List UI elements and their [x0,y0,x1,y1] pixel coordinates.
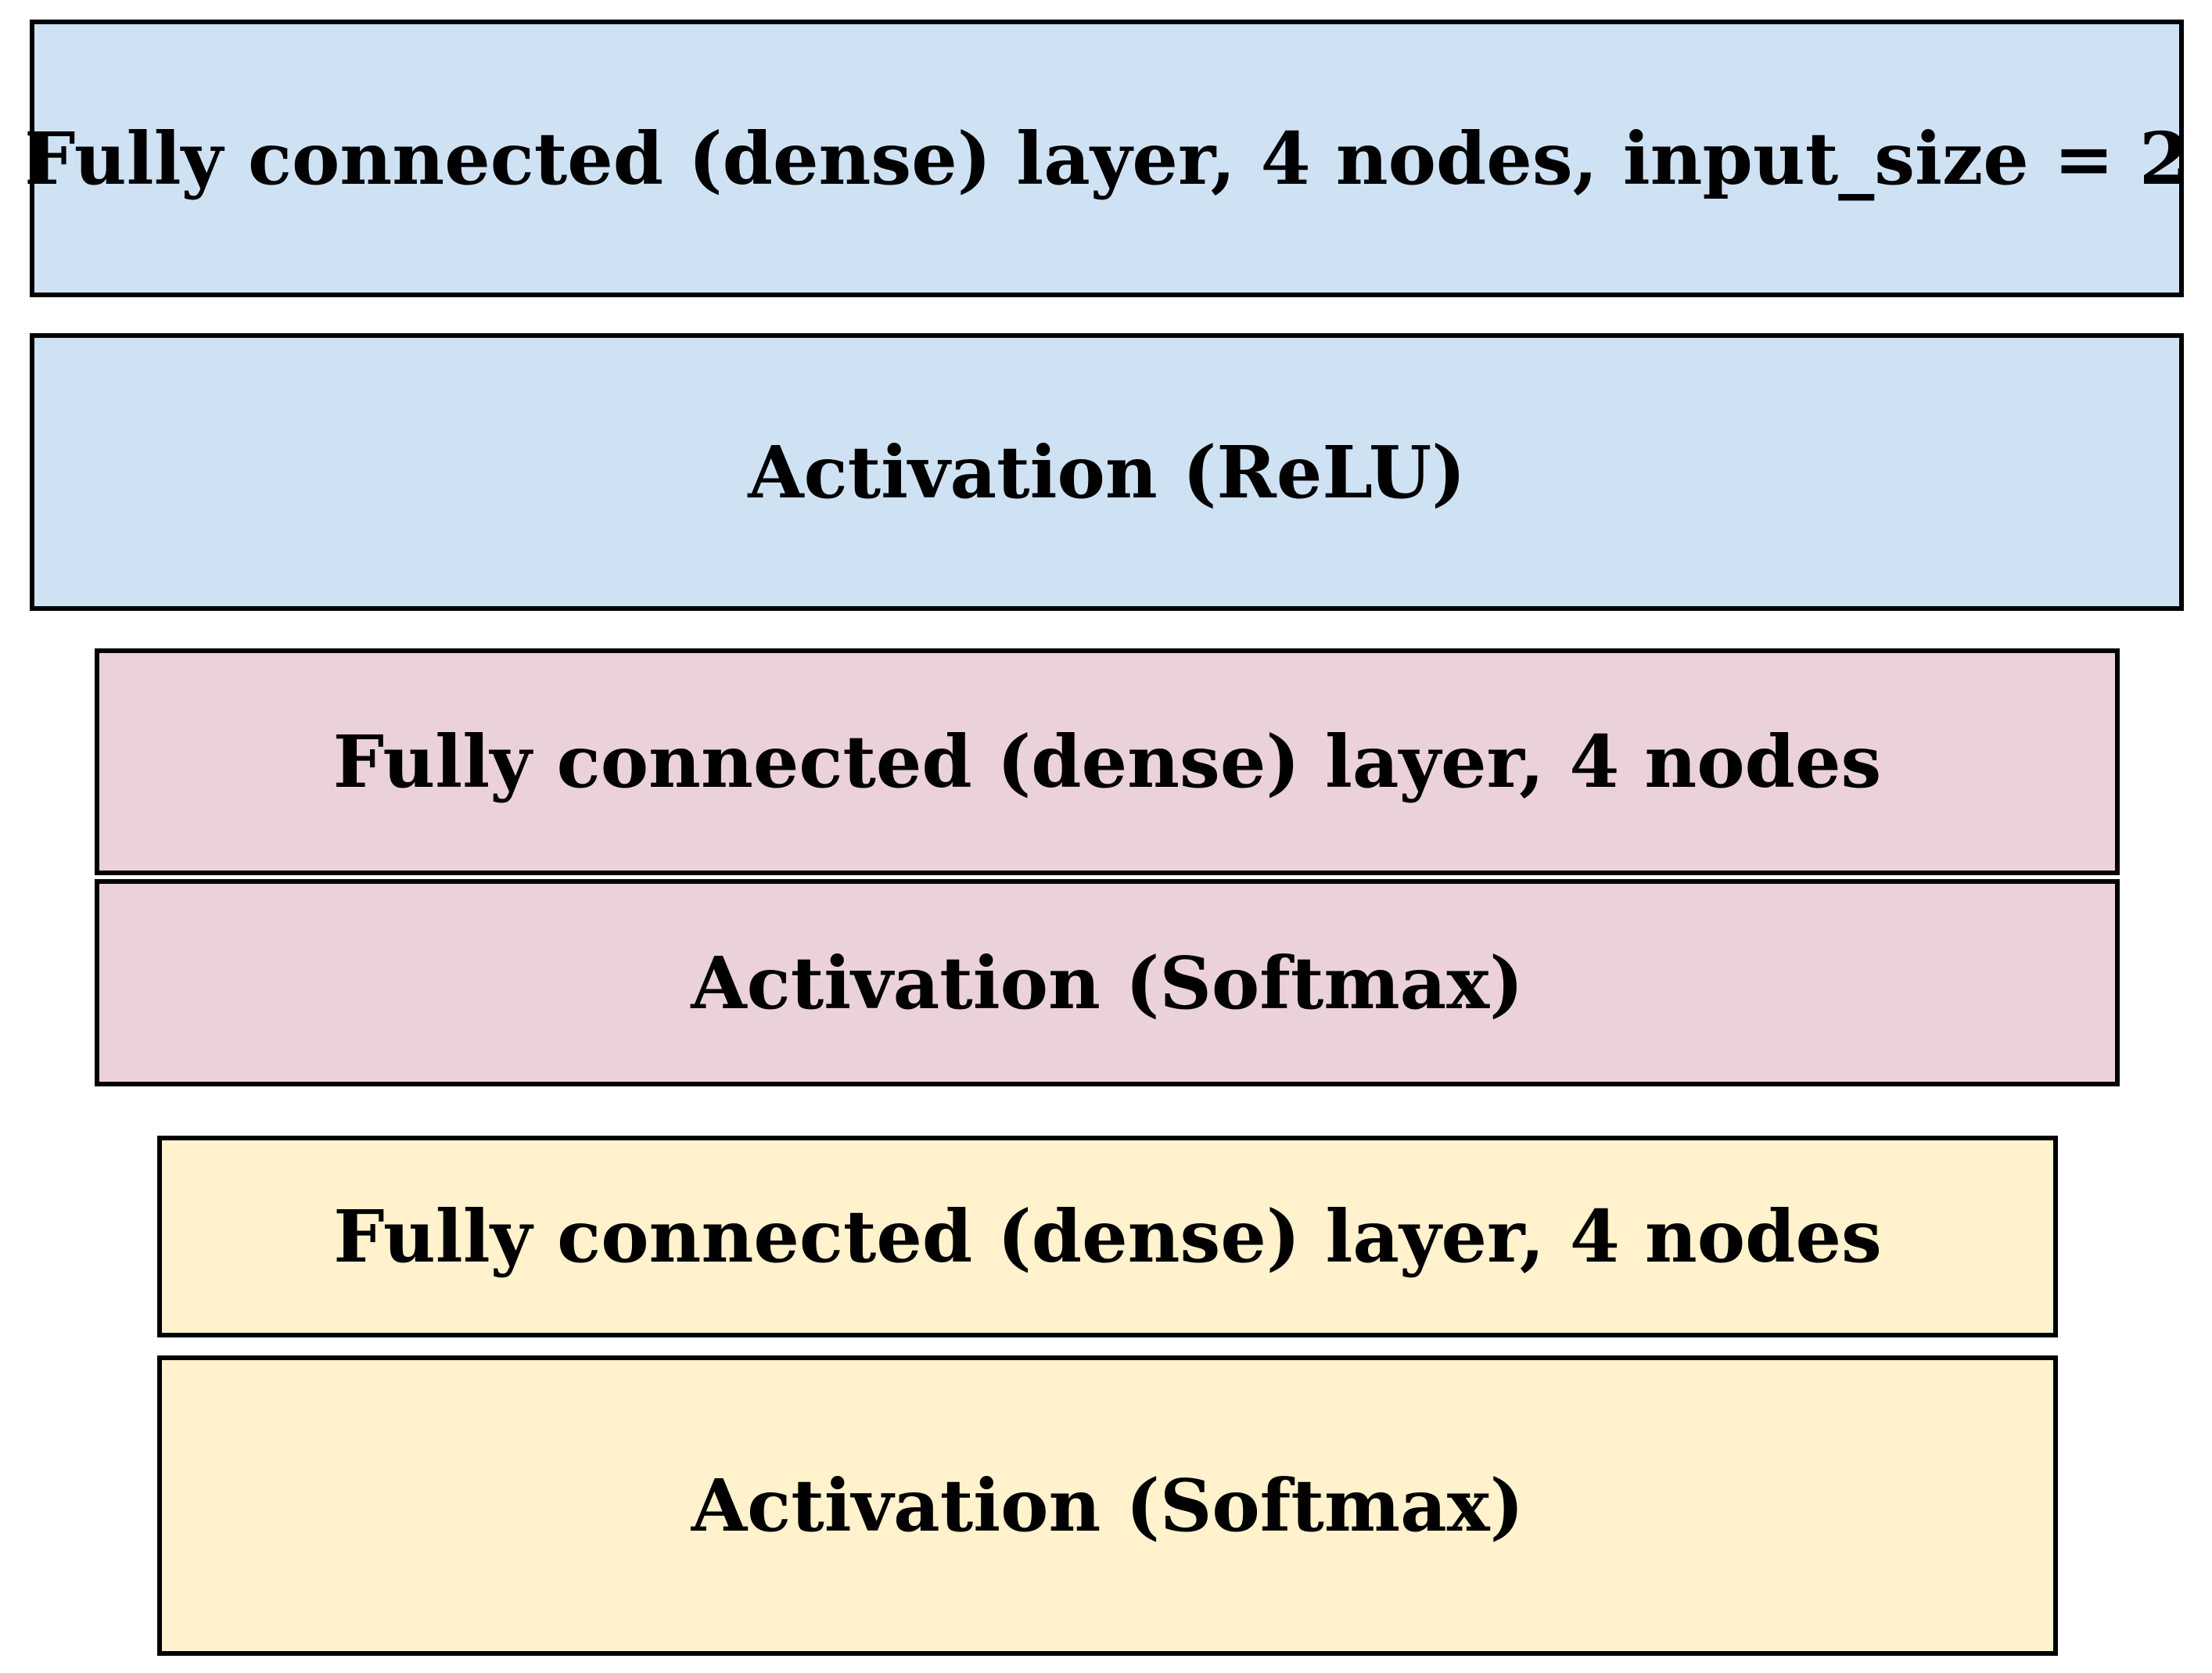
softmax-activation-first-box: Activation (Softmax) [95,879,2120,1086]
softmax-activation-second-box: Activation (Softmax) [157,1355,2058,1656]
dense-layer-third-label: Fully connected (dense) layer, 4 nodes [333,1194,1882,1279]
softmax-activation-second-label: Activation (Softmax) [691,1463,1524,1548]
softmax-activation-first-label: Activation (Softmax) [691,940,1524,1025]
dense-layer-input-box: Fully connected (dense) layer, 4 nodes, … [24,20,2189,297]
dense-layer-input-label: Fully connected (dense) layer, 4 nodes, … [24,116,2189,201]
dense-layer-second-box: Fully connected (dense) layer, 4 nodes [95,648,2120,875]
dense-layer-second-label: Fully connected (dense) layer, 4 nodes [332,720,1882,804]
dense-layer-third-box: Fully connected (dense) layer, 4 nodes [157,1136,2058,1337]
relu-activation-box: Activation (ReLU) [30,333,2184,611]
relu-activation-label: Activation (ReLU) [748,429,1466,515]
